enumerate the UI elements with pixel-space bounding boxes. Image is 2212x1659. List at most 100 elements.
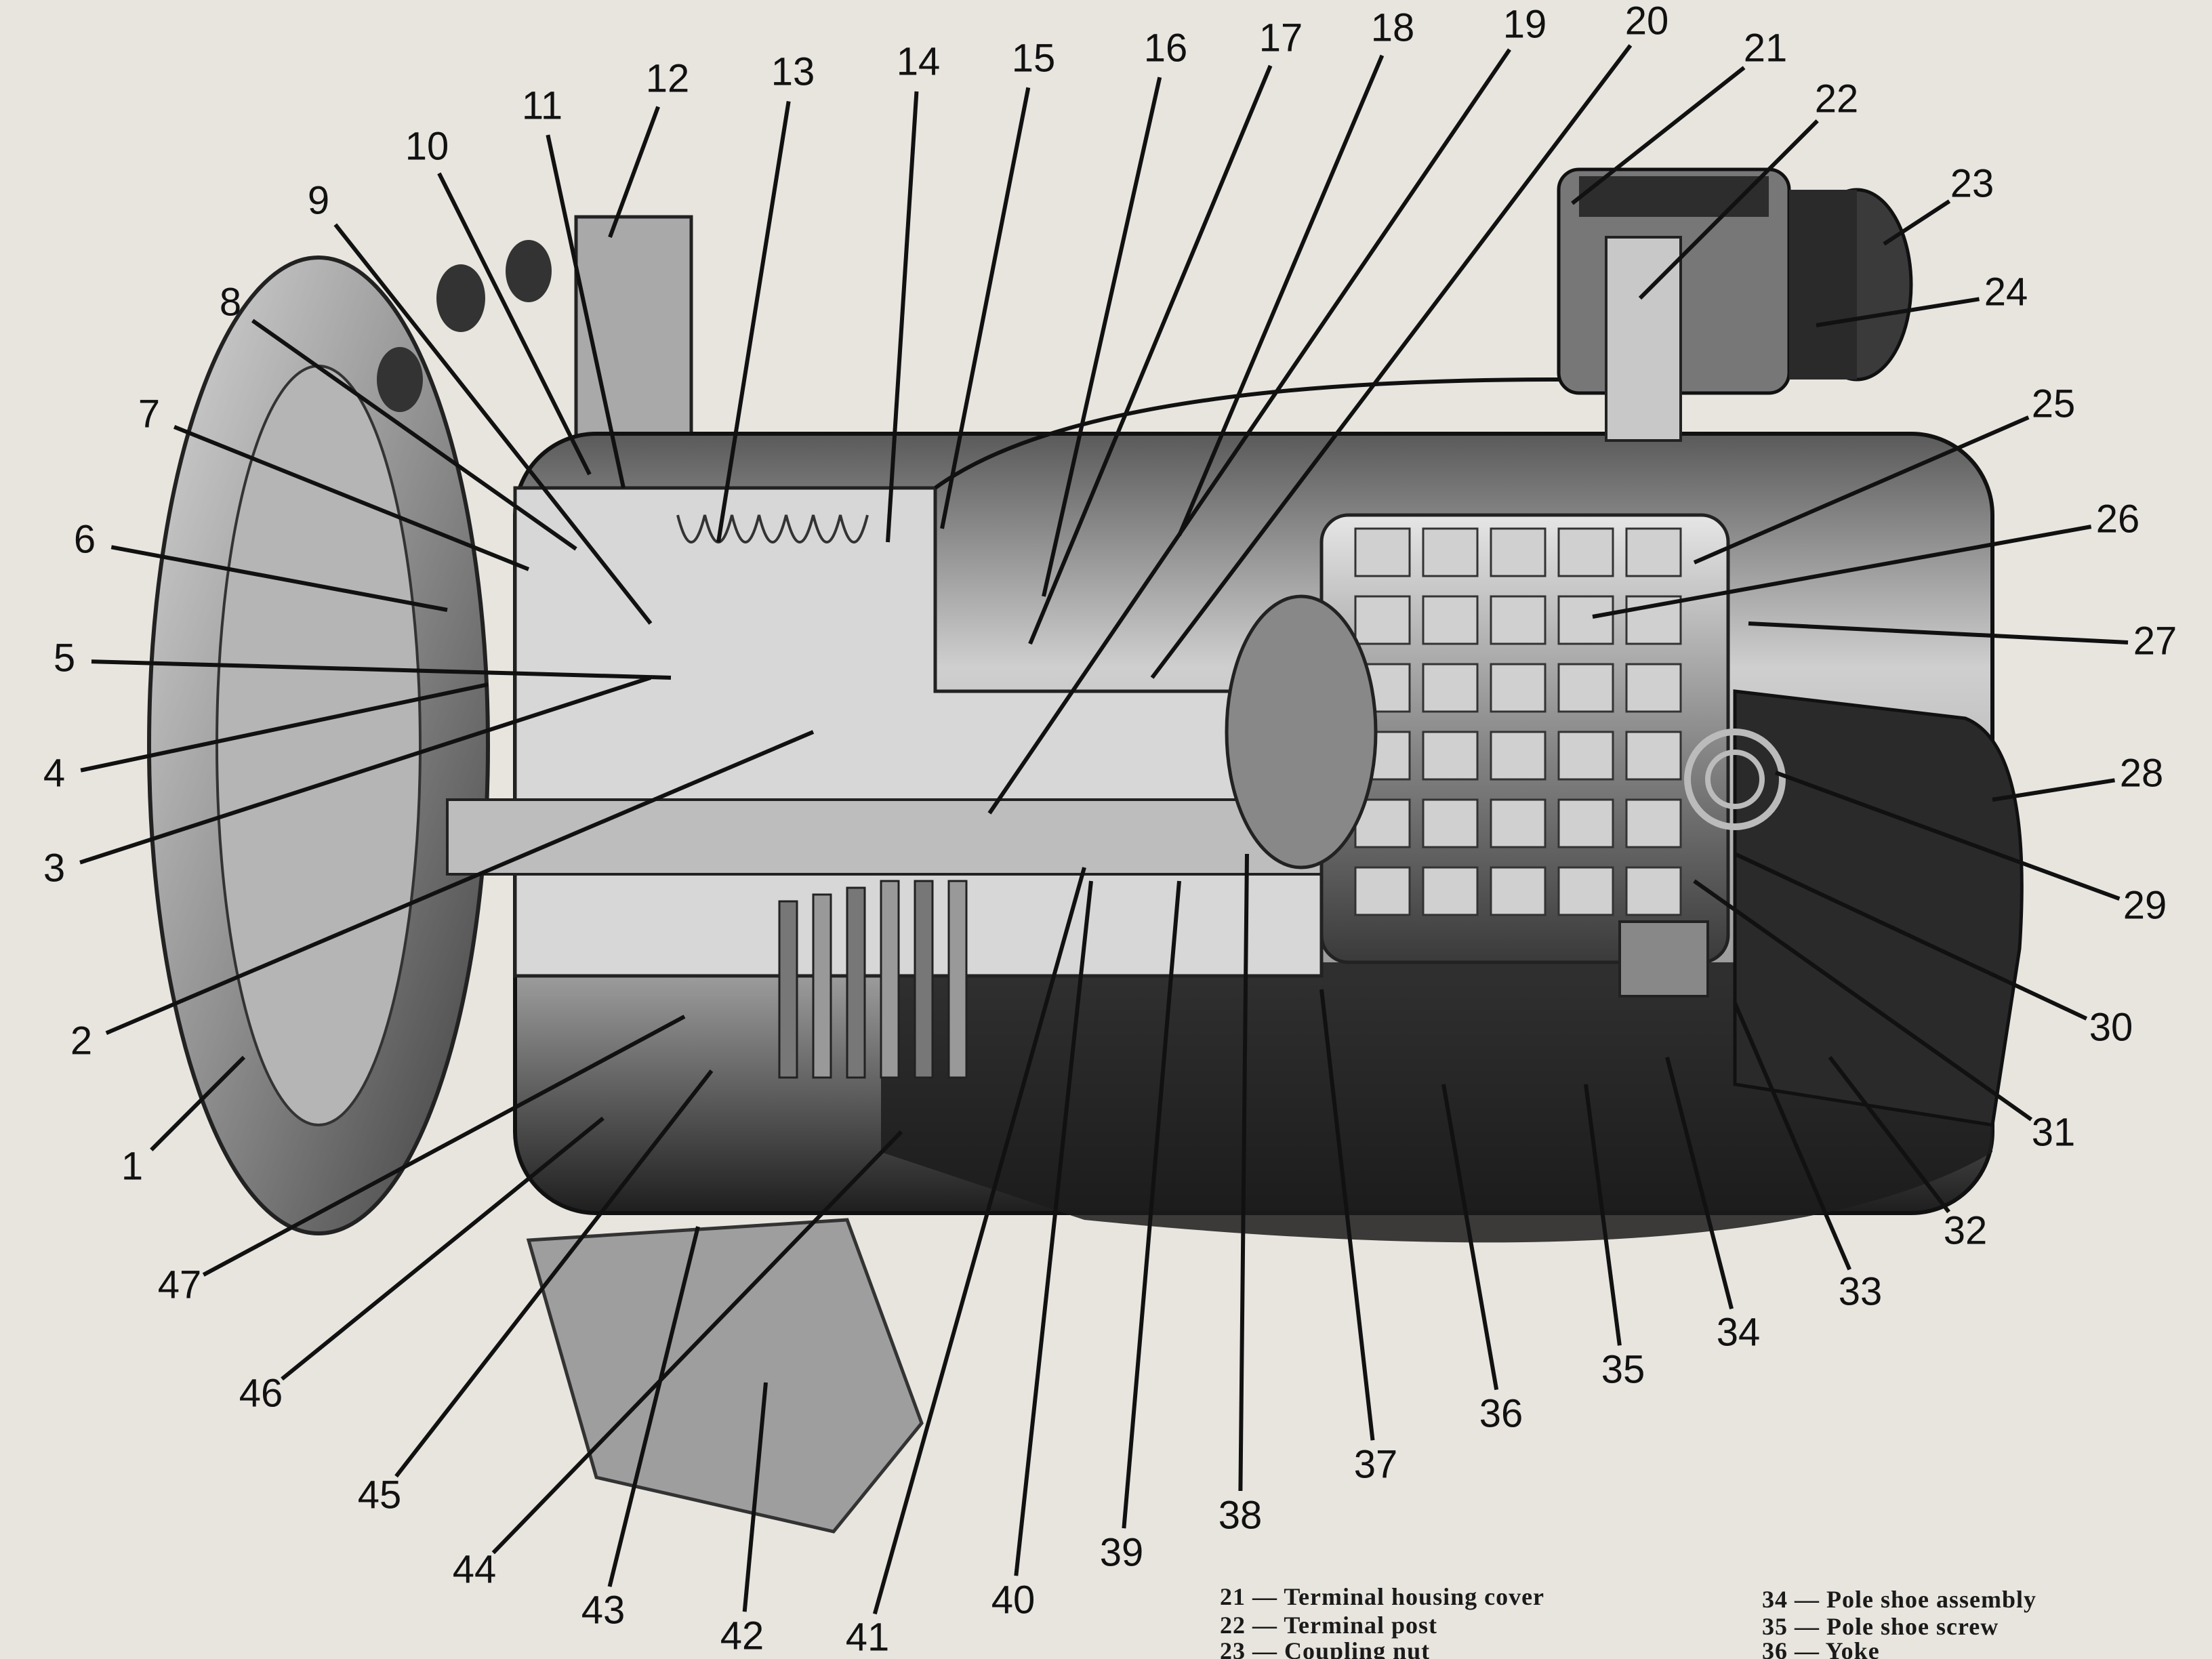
callout-20: 20 (1150, 0, 1668, 679)
callout-number: 19 (1503, 2, 1547, 46)
callout-4: 4 (43, 682, 489, 795)
callout-number: 32 (1944, 1208, 1988, 1252)
leader-line (1441, 1084, 1499, 1391)
callout-number: 36 (1479, 1391, 1523, 1435)
clutch-plates (778, 880, 968, 1079)
leader-line (886, 91, 919, 543)
callout-39: 39 (1100, 880, 1181, 1574)
callout-11: 11 (522, 83, 626, 489)
leader-line (394, 1069, 714, 1478)
leader-line (1014, 880, 1093, 1576)
callout-42: 42 (720, 1382, 768, 1658)
callout-9: 9 (308, 178, 653, 625)
callout-40: 40 (991, 880, 1093, 1622)
leader-line (546, 134, 626, 489)
leader-line (1177, 54, 1385, 537)
callout-number: 47 (158, 1263, 202, 1307)
callout-number: 29 (2123, 883, 2167, 927)
callout-32: 32 (1828, 1056, 1988, 1252)
legend-line: 21 — Terminal housing cover (1220, 1583, 1544, 1610)
callout-number: 23 (1950, 161, 1994, 205)
leader-line (1693, 415, 2030, 565)
callout-number: 7 (138, 392, 160, 436)
leader-line (79, 676, 651, 865)
leader-line (608, 106, 660, 239)
commutator-end-frame (1733, 689, 2024, 1127)
commutator (1225, 594, 1378, 869)
callout-37: 37 (1319, 989, 1398, 1486)
leader-line (1992, 778, 2115, 802)
leader-line (1883, 199, 1951, 246)
leader-line (1592, 525, 2092, 619)
callout-number: 27 (2133, 619, 2177, 663)
mounting-ear (526, 1218, 924, 1534)
callout-24: 24 (1816, 270, 2028, 327)
callout-34: 34 (1665, 1057, 1761, 1354)
callout-number: 37 (1354, 1442, 1398, 1486)
flange-bolt-hole (506, 240, 552, 302)
leader-line (202, 1015, 686, 1277)
callout-number: 40 (991, 1578, 1036, 1622)
callout-number: 17 (1259, 16, 1303, 60)
flange-bolt-hole (377, 347, 423, 412)
callout-number: 16 (1144, 26, 1188, 70)
legend-line: 35 — Pole shoe screw (1762, 1613, 1999, 1640)
callout-number: 14 (897, 39, 941, 83)
leader-line (1150, 44, 1633, 679)
leader-line (940, 87, 1031, 529)
leader-line (1028, 64, 1273, 645)
callout-35: 35 (1584, 1084, 1645, 1391)
leader-line (1584, 1084, 1622, 1346)
callout-number: 31 (2032, 1110, 2076, 1154)
callout-38: 38 (1218, 853, 1262, 1537)
callout-2: 2 (70, 730, 815, 1063)
callout-8: 8 (220, 280, 577, 551)
leader-line (1042, 77, 1162, 597)
leader-line (1122, 880, 1181, 1529)
callout-31: 31 (1693, 879, 2076, 1154)
leader-line (987, 48, 1511, 815)
callout-number: 1 (121, 1144, 143, 1188)
callout-number: 26 (2096, 497, 2140, 541)
callout-number: 8 (220, 280, 241, 324)
armature-shaft (446, 798, 1330, 876)
callout-23: 23 (1883, 161, 1994, 246)
leader-line (1734, 852, 2088, 1021)
callout-44: 44 (453, 1130, 903, 1591)
armature (1319, 513, 1730, 964)
callout-number: 6 (74, 517, 96, 561)
callout-6: 6 (74, 517, 448, 612)
leader-line (333, 223, 653, 625)
callout-number: 45 (358, 1473, 402, 1517)
callout-19: 19 (987, 2, 1547, 815)
callout-number: 30 (2089, 1005, 2133, 1049)
callout-45: 45 (358, 1069, 714, 1517)
callout-number: 15 (1012, 36, 1056, 80)
legend-line: 23 — Coupling nut (1220, 1637, 1430, 1659)
callout-26: 26 (1592, 497, 2140, 619)
callout-47: 47 (158, 1015, 686, 1307)
callout-number: 41 (846, 1615, 890, 1659)
callout-number: 34 (1717, 1310, 1761, 1354)
callout-25: 25 (1693, 382, 2075, 565)
spring (676, 514, 869, 544)
leader-line (1748, 621, 2129, 644)
starter-motor-cutaway (147, 167, 2024, 1534)
callout-number: 18 (1371, 5, 1415, 49)
callout-number: 5 (54, 636, 75, 680)
callout-18: 18 (1177, 5, 1415, 537)
callout-number: 44 (453, 1547, 497, 1591)
callout-46: 46 (239, 1116, 605, 1415)
callout-41: 41 (846, 867, 1086, 1659)
callout-33: 33 (1733, 1002, 1882, 1313)
callout-number: 9 (308, 178, 329, 222)
leader-line (1816, 297, 1980, 327)
leader-line (872, 867, 1086, 1615)
leader-line (80, 682, 489, 773)
brush-spring (1684, 729, 1786, 830)
legend-line: 34 — Pole shoe assembly (1762, 1586, 2036, 1613)
callout-14: 14 (886, 39, 941, 543)
callout-28: 28 (1992, 751, 2163, 802)
callout-22: 22 (1638, 77, 1858, 300)
callout-36: 36 (1441, 1084, 1523, 1435)
